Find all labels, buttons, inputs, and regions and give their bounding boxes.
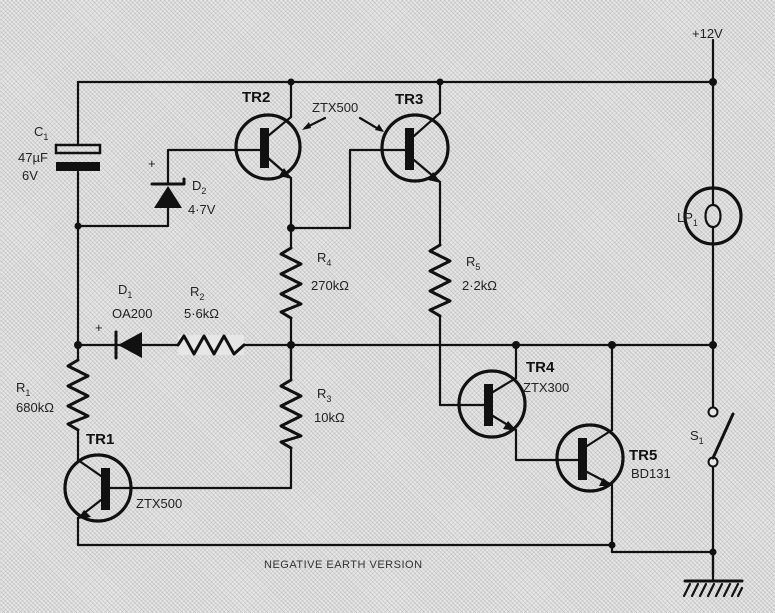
junction-dot [287, 341, 295, 349]
svg-text:D1: D1 [118, 282, 132, 300]
c1-voltage: 6V [22, 168, 38, 183]
s1-ref: S [690, 428, 699, 443]
svg-text:C1: C1 [34, 124, 48, 142]
transistor-tr4: TR4 ZTX300 [457, 359, 569, 439]
svg-text:R3: R3 [317, 386, 331, 404]
resistor-r5: R5 2·2kΩ [428, 243, 497, 318]
tr4-type: ZTX300 [523, 380, 569, 395]
transistor-tr1: TR1 ZTX500 [63, 431, 182, 523]
r4-sub: 4 [326, 258, 331, 268]
tr2-ref: TR2 [242, 89, 270, 106]
svg-text:S1: S1 [690, 428, 704, 446]
d1-value: OA200 [112, 306, 152, 321]
r2-ref: R [190, 284, 199, 299]
tr1-ref: TR1 [86, 431, 114, 448]
d2-polarity: + [148, 156, 156, 171]
junction-dot [436, 78, 444, 86]
r1-sub: 1 [25, 388, 30, 398]
ground-symbol [682, 550, 744, 598]
lamp-filament [704, 203, 722, 229]
transistor-tr3: TR3 [380, 91, 450, 184]
r5-bottom-wire [438, 314, 464, 407]
svg-text:R5: R5 [466, 254, 480, 272]
junction-dot [74, 222, 82, 230]
switch-lever [711, 412, 735, 460]
lamp-lp1: LP1 [677, 186, 743, 246]
resistor-r2: R2 5·6kΩ [176, 284, 246, 356]
r5-sub: 5 [475, 262, 480, 272]
svg-text:R1: R1 [16, 380, 30, 398]
tr4-ref: TR4 [526, 359, 555, 376]
r3-value: 10kΩ [314, 410, 345, 425]
r5-ref: R [466, 254, 475, 269]
c1-plate-negative [56, 162, 100, 171]
supply-label: +12V [692, 26, 723, 41]
c1-sub: 1 [43, 132, 48, 142]
tr5-type: BD131 [631, 466, 671, 481]
lp1-ref: LP [677, 210, 693, 225]
svg-text:R4: R4 [317, 250, 331, 268]
d2-sub: 2 [201, 186, 206, 196]
resistor-r1: R1 680kΩ [16, 358, 90, 432]
r3-bottom-wire [124, 446, 293, 490]
transistor-tr2: TR2 [234, 89, 302, 181]
tr23-type-label: ZTX500 [302, 100, 384, 132]
svg-text:D2: D2 [192, 178, 206, 196]
r2-sub: 2 [199, 292, 204, 302]
r3-sub: 3 [326, 394, 331, 404]
d2-cathode-bar [150, 177, 186, 186]
s1-sub: 1 [699, 436, 704, 446]
junction-dot [608, 541, 616, 549]
c1-value: 47µF [18, 150, 48, 165]
tr4-emitter-wire [514, 428, 560, 462]
junction-dot [608, 341, 616, 349]
tr2-base-wire [166, 148, 238, 172]
ground-rail [76, 543, 715, 554]
junction-dot [512, 341, 520, 349]
d2-ref: D [192, 178, 201, 193]
resistor-r4: R4 270kΩ [279, 246, 349, 320]
transistor-tr5: TR5 BD131 [555, 423, 671, 493]
r1-ref: R [16, 380, 25, 395]
zener-d2: + D2 4·7V [148, 156, 216, 217]
diode-d1: + D1 OA200 [95, 282, 152, 360]
junction-dot [74, 341, 82, 349]
caption: NEGATIVE EARTH VERSION [264, 559, 423, 571]
switch-s1: S1 [690, 406, 735, 468]
r4-ref: R [317, 250, 326, 265]
d2-triangle [154, 186, 182, 208]
r3-ref: R [317, 386, 326, 401]
c1-plate-positive [54, 143, 102, 155]
tr5-ref: TR5 [629, 447, 657, 464]
junction-dot [709, 78, 717, 86]
d1-ref: D [118, 282, 127, 297]
junction-dot [709, 341, 717, 349]
r4-value: 270kΩ [311, 278, 349, 293]
r5-value: 2·2kΩ [462, 278, 497, 293]
svg-text:R2: R2 [190, 284, 204, 302]
d2-value: 4·7V [188, 202, 216, 217]
resistor-r3: R3 10kΩ [279, 378, 345, 450]
r2-value: 5·6kΩ [184, 306, 219, 321]
lp1-sub: 1 [693, 218, 698, 228]
r1-value: 680kΩ [16, 400, 54, 415]
tr1-type: ZTX500 [136, 496, 182, 511]
svg-text:LP1: LP1 [677, 210, 698, 228]
d2-anode-wire [76, 206, 170, 228]
tr3-ref: TR3 [395, 91, 423, 108]
junction-dot [287, 78, 295, 86]
tr23-type: ZTX500 [312, 100, 358, 115]
junction-dot [287, 224, 295, 232]
d1-sub: 1 [127, 290, 132, 300]
d1-polarity: + [95, 320, 103, 335]
tr3-base-wire [289, 148, 390, 230]
capacitor-c1: C1 47µF 6V [18, 124, 102, 183]
c1-ref: C [34, 124, 43, 139]
ground-hatch [682, 582, 744, 598]
junctions [74, 78, 717, 556]
